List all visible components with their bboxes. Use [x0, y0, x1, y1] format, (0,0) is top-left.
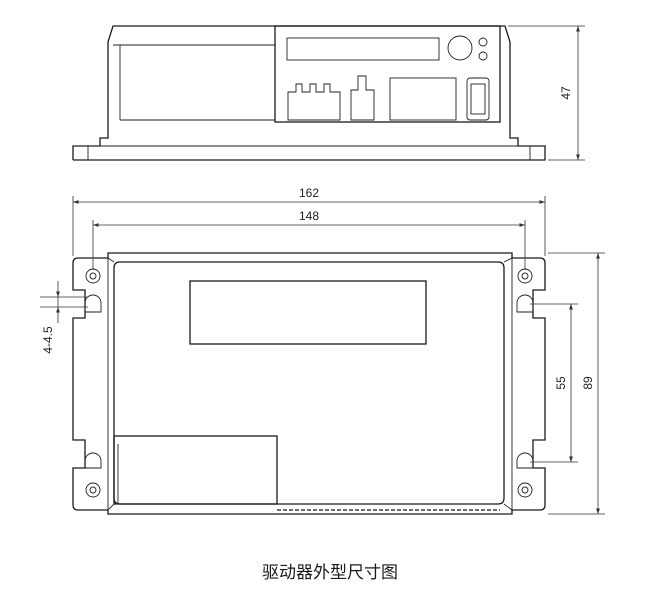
side-view-outline — [72, 25, 546, 161]
indicator-led-2 — [478, 51, 488, 61]
top-cover — [113, 261, 505, 505]
dim-overall-width: 89 — [548, 252, 605, 515]
dim-overall-length-label: 162 — [299, 186, 319, 200]
power-port — [389, 77, 457, 121]
indicator-led-1 — [478, 37, 488, 47]
mount-slot-top-right — [516, 294, 534, 313]
signal-connector — [350, 75, 375, 121]
figure-caption: 驱动器外型尺寸图 — [262, 563, 398, 583]
display-window — [189, 280, 427, 345]
mount-hole-bottom-left — [85, 482, 101, 498]
top-view — [72, 252, 546, 515]
comm-port-inner — [470, 83, 486, 115]
terminal-connector — [287, 83, 341, 121]
encoder-knob — [447, 35, 473, 61]
mount-hole-top-right — [517, 268, 533, 284]
dim-overall-length: 162 — [72, 186, 546, 256]
dim-hole-spacing-length-label: 148 — [299, 209, 319, 223]
dim-hole-spacing-length: 148 — [92, 209, 526, 270]
connector-area — [113, 435, 278, 505]
dim-height: 47 — [508, 25, 585, 161]
connector-panel — [274, 25, 501, 123]
dim-slot-width-label: 4-4.5 — [41, 326, 55, 354]
mount-slot-bottom-right — [516, 452, 534, 469]
mount-hole-bottom-right — [517, 482, 533, 498]
mount-hole-top-left — [85, 268, 101, 284]
dim-slot-width: 4-4.5 — [40, 281, 88, 354]
dim-hole-spacing-width-label: 55 — [554, 376, 568, 390]
mount-slot-bottom-left — [84, 452, 102, 469]
dim-hole-spacing-width: 55 — [530, 303, 578, 463]
side-view — [72, 25, 546, 161]
display-window-side — [286, 37, 440, 61]
comm-port — [466, 77, 490, 121]
dim-overall-width-label: 89 — [581, 376, 595, 390]
dim-height-label: 47 — [559, 86, 573, 100]
top-view-outline — [72, 252, 546, 515]
mount-slot-top-left — [84, 294, 102, 313]
